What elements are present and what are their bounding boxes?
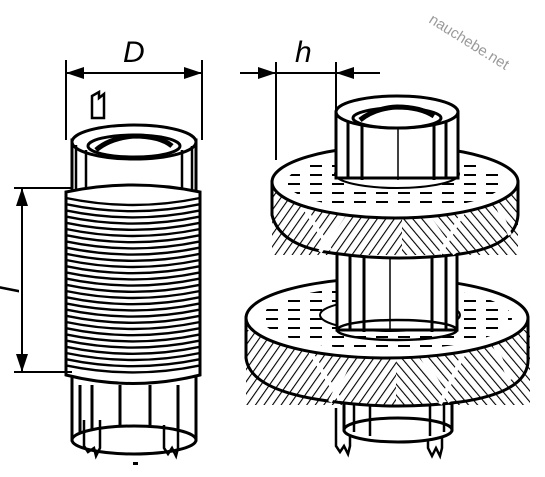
winding-turn (65, 203, 201, 213)
winding-turn (65, 283, 201, 293)
lead-top-left-coil (90, 89, 106, 120)
multi-section-coil (244, 94, 530, 460)
winding-left (64, 183, 202, 385)
winding-turn (65, 327, 201, 337)
lead-bottom-left-coil (82, 420, 180, 460)
winding-turn (65, 221, 201, 231)
winding-turn (65, 314, 201, 324)
winding-turn (65, 246, 201, 256)
winding-turn (65, 277, 201, 287)
winding-turn (65, 215, 201, 225)
watermark-text: nauchebe.net (426, 11, 513, 74)
winding-turn (65, 333, 201, 343)
single-section-coil (64, 89, 202, 460)
winding-turn (65, 196, 201, 207)
section-width-label: h (295, 36, 312, 69)
dimension-diameter: D (65, 36, 203, 140)
bobbin-top-opening-left (70, 123, 198, 190)
winding-turn (65, 258, 201, 269)
bobbin-tube-top-right (334, 94, 460, 180)
winding-turn (65, 296, 201, 306)
winding-turn (65, 234, 201, 244)
winding-turn (65, 351, 201, 362)
winding-turn (65, 308, 201, 318)
winding-turn (65, 271, 201, 281)
winding-turn (65, 209, 201, 219)
winding-turn (65, 302, 201, 312)
stray-mark (133, 462, 138, 465)
winding-turn (65, 240, 201, 250)
winding-length-label: l (0, 285, 26, 293)
lead-bottom-right-coil (334, 408, 444, 460)
dimension-section-width: h (240, 36, 380, 160)
winding-turn (65, 364, 201, 374)
winding-turn (65, 345, 201, 355)
winding-turn (65, 320, 201, 331)
dimension-winding-length: l (0, 187, 72, 373)
winding-turn (65, 265, 201, 275)
winding-turn (65, 358, 201, 368)
diameter-label: D (123, 36, 145, 69)
winding-turn (65, 227, 201, 238)
winding-turn (65, 339, 201, 349)
winding-turn (65, 289, 201, 300)
winding-turn (65, 252, 201, 262)
